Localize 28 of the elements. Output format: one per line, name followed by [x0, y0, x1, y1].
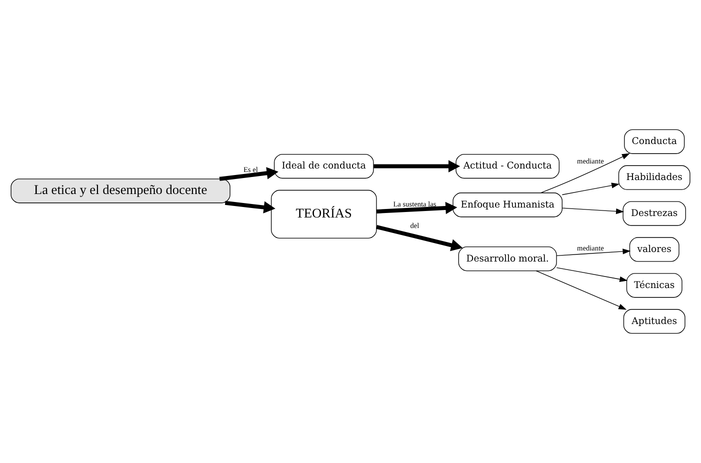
- edge-label: Es el: [243, 165, 258, 174]
- arrow: [556, 248, 631, 256]
- arrow: [376, 202, 458, 214]
- edge-label: mediante: [577, 244, 604, 253]
- node-box: Ideal de conducta: [274, 154, 374, 179]
- node-box: Conducta: [624, 129, 685, 154]
- node-box: Desarrollo moral.: [458, 246, 557, 272]
- node-box: Aptitudes: [623, 309, 686, 334]
- arrow: [536, 270, 627, 310]
- edge-label: mediante: [577, 156, 604, 166]
- arrow: [562, 182, 620, 196]
- node-box: La etica y el desempeño docente: [10, 178, 230, 204]
- arrow: [219, 167, 278, 181]
- arrow: [374, 160, 460, 172]
- arrow: [556, 267, 628, 282]
- node-box: valores: [629, 237, 680, 262]
- edge-label: La sustenta las: [393, 200, 436, 209]
- arrow: [224, 200, 276, 214]
- node-box: Habilidades: [618, 165, 690, 190]
- node-box: Destrezas: [622, 201, 686, 226]
- node-box: Enfoque Humanista: [452, 192, 562, 218]
- arrow: [376, 224, 463, 252]
- node-box: Técnicas: [626, 273, 682, 298]
- node-box: TEORÍAS: [270, 190, 377, 238]
- edge-label: del: [410, 221, 420, 230]
- arrow: [540, 153, 630, 194]
- node-box: Actitud - Conducta: [456, 154, 560, 179]
- arrow: [562, 208, 624, 214]
